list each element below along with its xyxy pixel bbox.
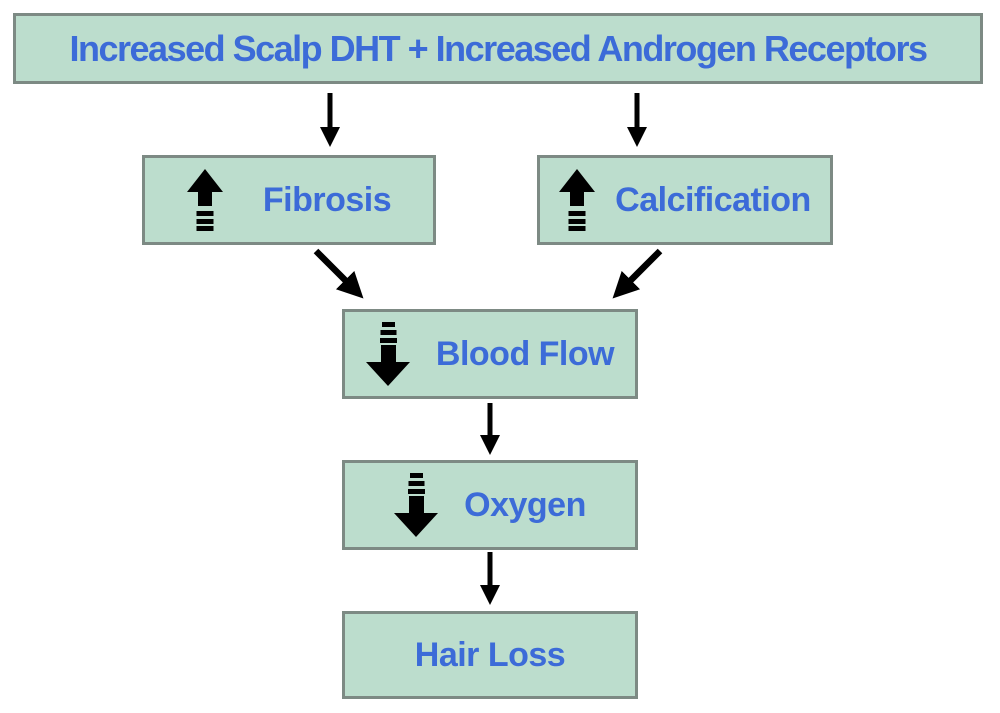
increase-arrow-icon	[186, 169, 223, 231]
decrease-arrow-icon	[394, 473, 439, 537]
node-fibrosis-label: Fibrosis	[262, 180, 392, 219]
node-hair-loss-label: Hair Loss	[414, 635, 566, 674]
node-blood-flow-label: Blood Flow	[435, 334, 615, 373]
edge-calcification-to-bloodflow	[612, 248, 663, 299]
edge-fibrosis-to-bloodflow	[313, 248, 364, 299]
node-calcification: Calcification	[537, 155, 833, 245]
node-hair-loss: Hair Loss	[342, 611, 638, 699]
node-scalp-dht: Increased Scalp DHT + Increased Androgen…	[13, 13, 983, 84]
node-blood-flow: Blood Flow	[342, 309, 638, 399]
decrease-arrow-icon	[365, 322, 410, 386]
increase-arrow-icon	[559, 169, 596, 231]
node-oxygen: Oxygen	[342, 460, 638, 550]
node-calcification-label: Calcification	[615, 180, 811, 219]
node-fibrosis: Fibrosis	[142, 155, 436, 245]
node-scalp-dht-label: Increased Scalp DHT + Increased Androgen…	[69, 27, 928, 69]
node-oxygen-label: Oxygen	[464, 485, 586, 524]
